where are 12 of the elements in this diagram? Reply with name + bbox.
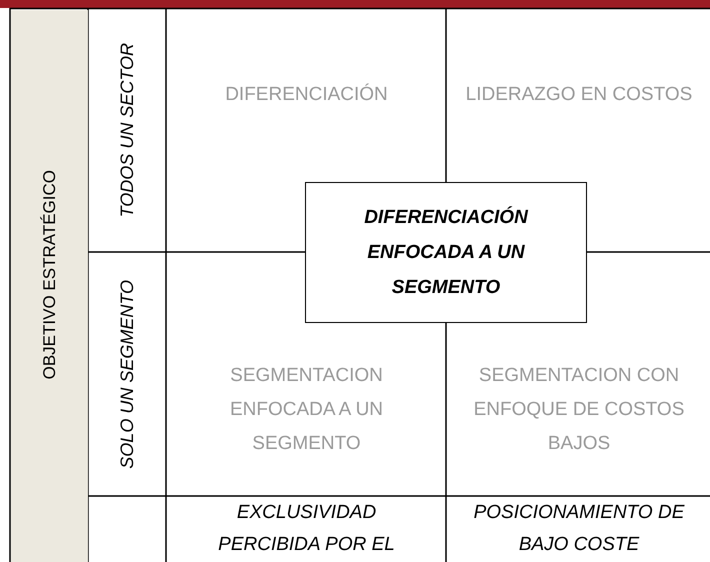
cell-text: SEGMENTACION CON ENFOQUE DE COSTOS BAJOS xyxy=(472,364,686,456)
row-label: TODOS UN SECTOR xyxy=(117,43,137,218)
row-label: SOLO UN SEGMENTO xyxy=(117,280,137,469)
cell-text: LIDERAZGO EN COSTOS xyxy=(466,83,692,107)
axis-band xyxy=(11,10,88,562)
cell-text: EXCLUSIVIDAD PERCIBIDA POR EL xyxy=(217,501,396,557)
axis-title: OBJETIVO ESTRATÉGICO xyxy=(40,170,60,380)
cell-text: POSICIONAMIENTO DE BAJO COSTE xyxy=(472,501,686,557)
strategy-box xyxy=(305,182,587,323)
cell-text: DIFERENCIACIÓN xyxy=(225,82,388,107)
cell-text: DIFERENCIACIÓN ENFOCADA A UN SEGMENTO xyxy=(363,205,530,300)
cell-text: SEGMENTACION ENFOCADA A UN SEGMENTO xyxy=(228,364,384,456)
